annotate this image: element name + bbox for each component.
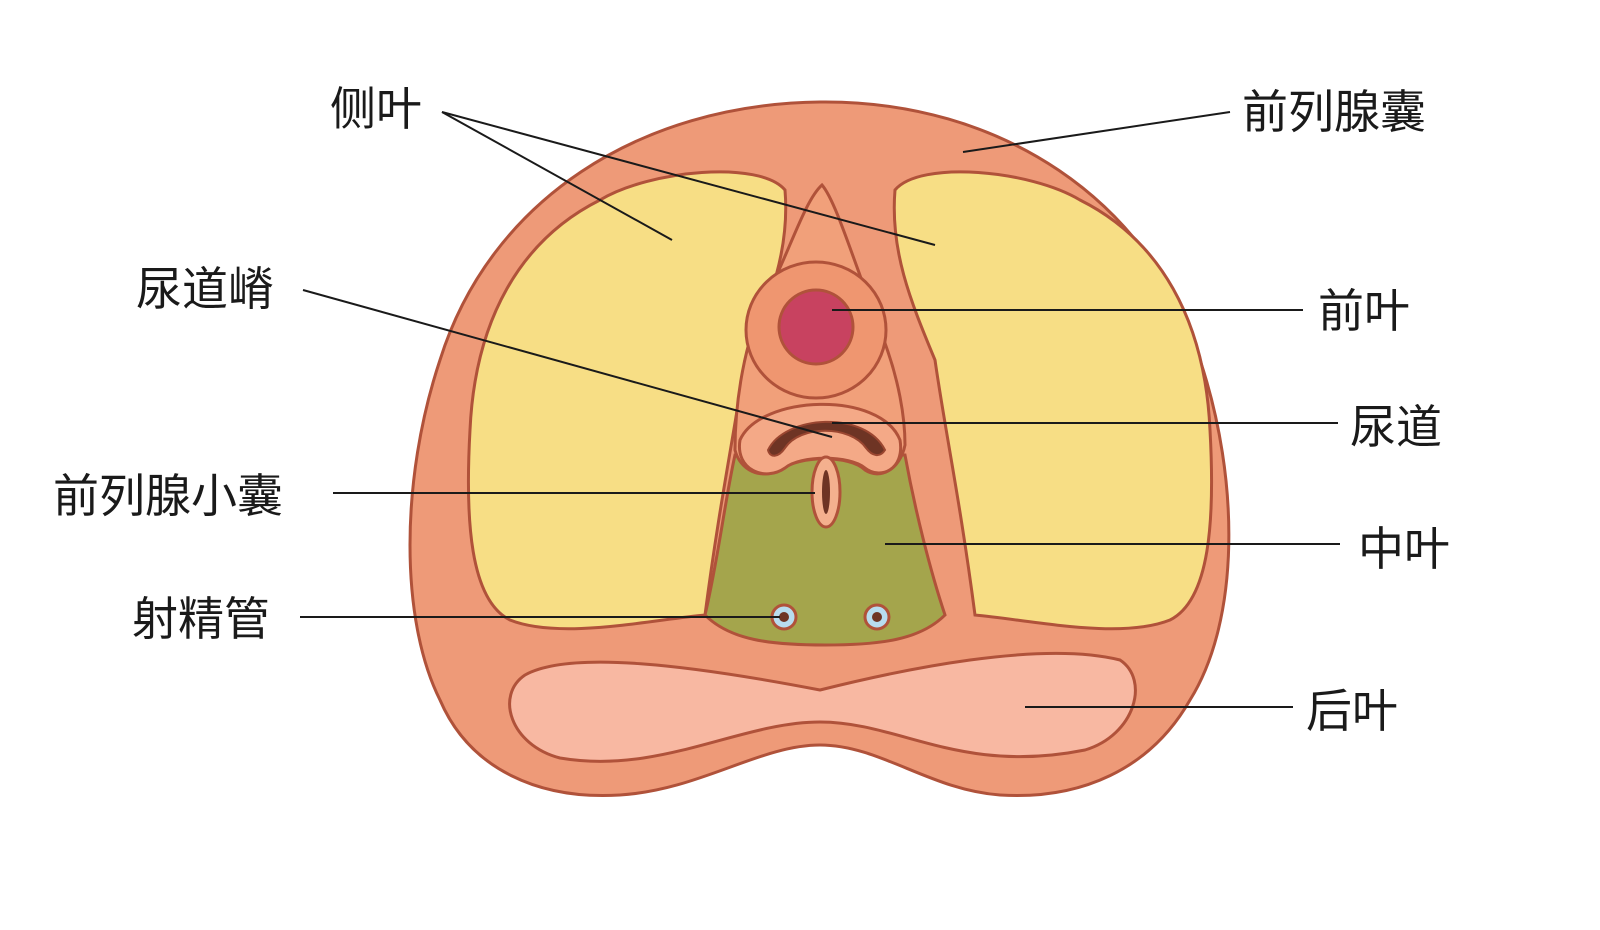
label-urethral-crest: 尿道嵴 [136, 262, 274, 316]
label-prostatic-utricle: 前列腺小囊 [53, 469, 283, 523]
prostatic-utricle-slit [822, 470, 830, 514]
middle-lobe-shape [703, 453, 947, 647]
urethra-crescent [766, 420, 887, 457]
label-posterior-lobe: 后叶 [1306, 684, 1398, 738]
leader-urethral-crest [302, 289, 833, 438]
leader-prostatic-capsule [962, 111, 1231, 153]
leader-lateral-lobe-right [441, 111, 936, 246]
label-prostatic-capsule: 前列腺囊 [1242, 85, 1426, 139]
urethra-lumen [777, 288, 855, 366]
label-urethra: 尿道 [1350, 400, 1442, 454]
label-middle-lobe: 中叶 [1358, 522, 1450, 576]
ejaculatory-duct-right [863, 603, 891, 631]
label-anterior-lobe: 前叶 [1318, 284, 1410, 338]
right-lateral-lobe-shape [892, 170, 1214, 631]
label-lateral-lobe: 侧叶 [330, 82, 422, 136]
label-ejaculatory-duct: 射精管 [132, 592, 270, 646]
leader-lateral-lobe-left [441, 111, 673, 241]
posterior-lobe-shape [508, 651, 1137, 763]
